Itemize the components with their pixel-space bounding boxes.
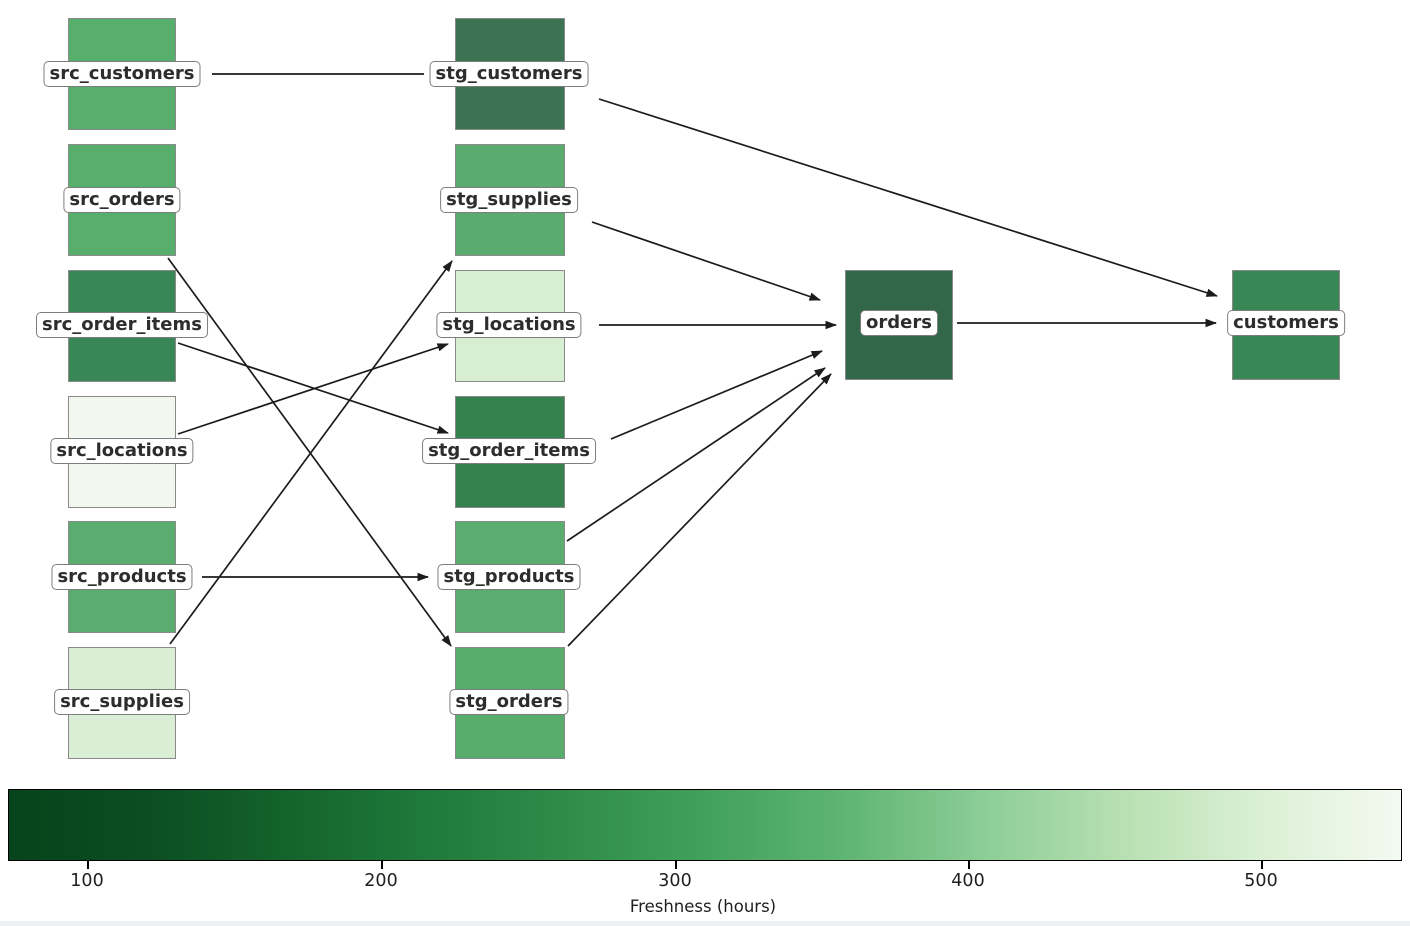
node-label-customers: customers	[1227, 310, 1345, 336]
colorbar-tick-100	[87, 861, 89, 869]
node-label-src_customers: src_customers	[43, 61, 201, 87]
colorbar-tick-300	[675, 861, 677, 869]
node-label-src_order_items: src_order_items	[36, 312, 208, 338]
colorbar-tick-label-300: 300	[658, 871, 692, 891]
edge-src_locations-to-stg_locations	[177, 343, 449, 435]
edge-stg_customers-to-customers	[598, 98, 1218, 297]
edge-stg_supplies-to-orders	[591, 221, 821, 301]
node-label-orders: orders	[860, 310, 938, 336]
node-label-stg_orders: stg_orders	[449, 689, 569, 715]
node-label-stg_products: stg_products	[437, 564, 581, 590]
edge-stg_products-to-orders	[566, 367, 826, 542]
node-label-stg_customers: stg_customers	[429, 61, 589, 87]
freshness-colorbar	[8, 789, 1402, 861]
node-label-src_supplies: src_supplies	[54, 689, 190, 715]
colorbar-axis-label: Freshness (hours)	[629, 897, 777, 916]
edge-src_orders-to-stg_orders	[167, 257, 452, 647]
node-label-src_locations: src_locations	[50, 438, 194, 464]
colorbar-tick-label-100: 100	[70, 871, 104, 891]
bottom-strip	[0, 921, 1410, 926]
edge-stg_orders-to-orders	[567, 373, 832, 647]
edge-src_supplies-to-stg_supplies	[169, 260, 453, 645]
colorbar-tick-label-500: 500	[1244, 871, 1278, 891]
edge-src_order_items-to-stg_order_items	[177, 342, 449, 434]
edge-stg_order_items-to-orders	[610, 350, 823, 440]
node-label-src_products: src_products	[51, 564, 193, 590]
colorbar-tick-500	[1261, 861, 1263, 869]
node-label-stg_order_items: stg_order_items	[422, 438, 596, 464]
colorbar-tick-label-200: 200	[364, 871, 398, 891]
node-label-stg_supplies: stg_supplies	[440, 187, 578, 213]
colorbar-tick-200	[381, 861, 383, 869]
colorbar-tick-label-400: 400	[951, 871, 985, 891]
colorbar-tick-400	[968, 861, 970, 869]
node-label-stg_locations: stg_locations	[436, 312, 582, 338]
node-label-src_orders: src_orders	[63, 187, 181, 213]
